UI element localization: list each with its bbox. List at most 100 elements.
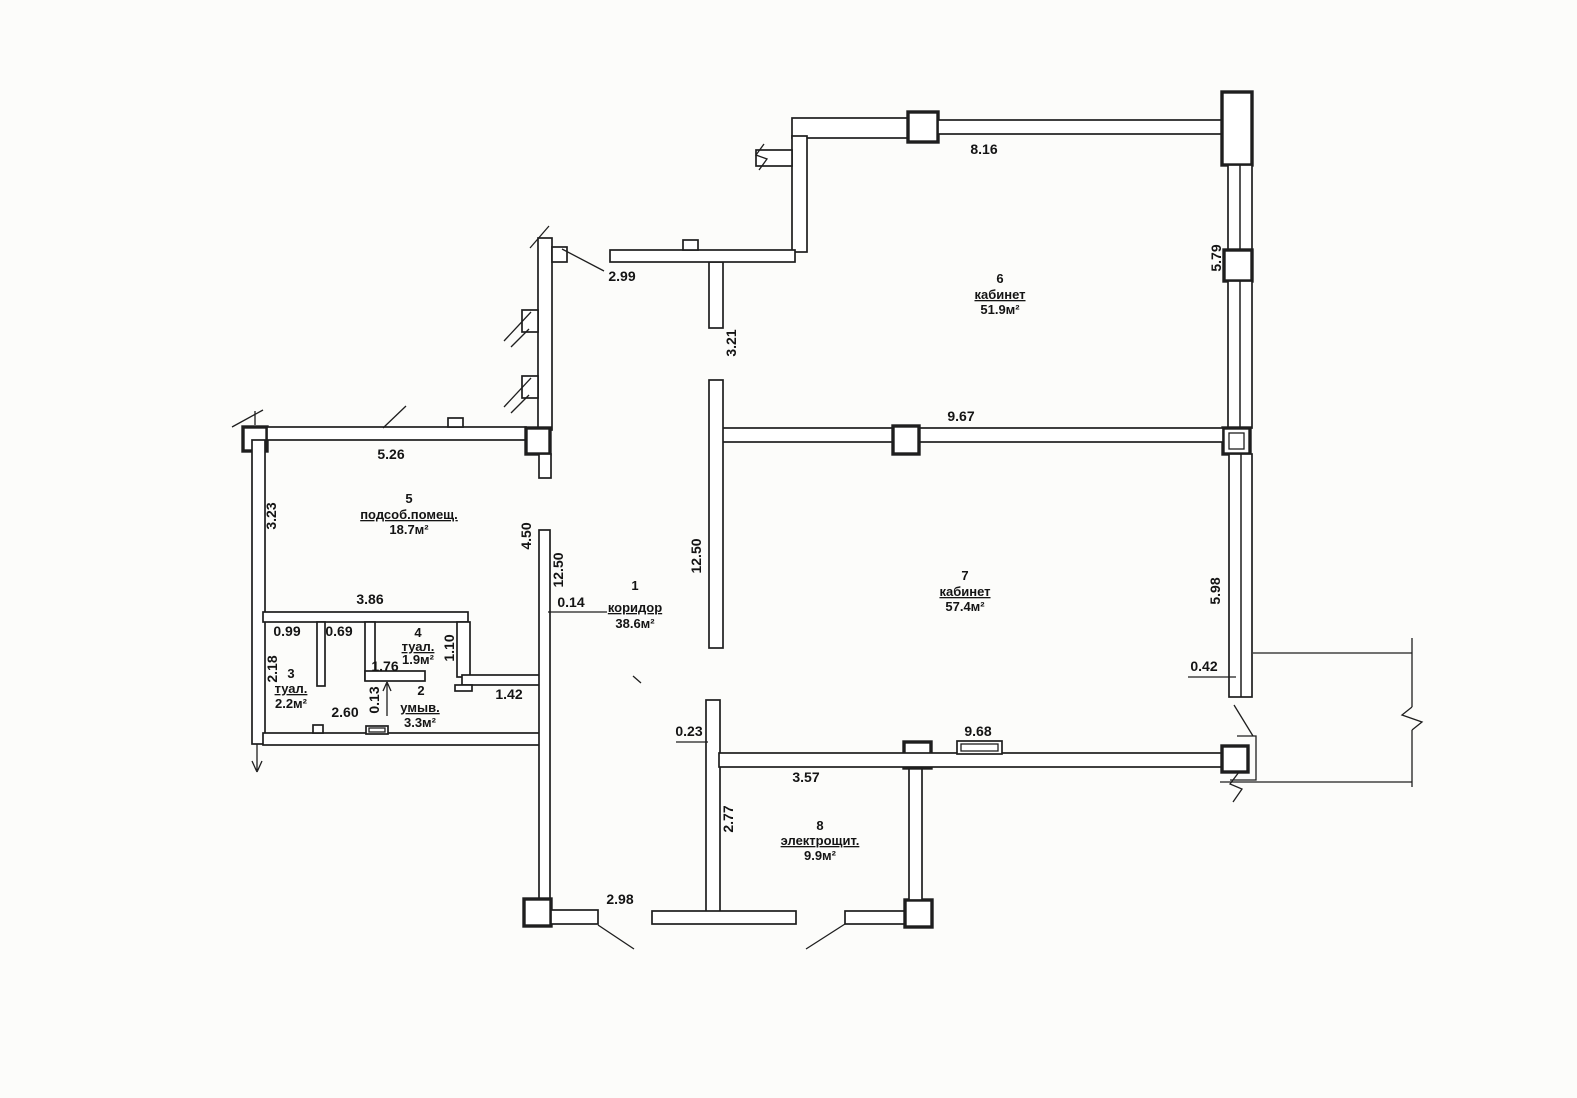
vent-niche-inner (368, 727, 386, 733)
break-mark (510, 394, 530, 414)
room-2-number: 2 (417, 683, 424, 698)
dim-3-57: 3.57 (792, 769, 819, 785)
door-arrow (382, 681, 392, 716)
room-1-number: 1 (631, 578, 638, 593)
wall-notch (682, 239, 699, 251)
room-label-6: 6 кабинет 51.9м² (974, 271, 1025, 317)
dim-8-16: 8.16 (970, 141, 997, 157)
wall (791, 117, 912, 139)
vent-niche (365, 725, 389, 735)
dim-2-77: 2.77 (720, 805, 736, 832)
column (903, 898, 934, 929)
room-label-1: 1 коридор 38.6м² (608, 578, 662, 631)
dim-2-99: 2.99 (608, 268, 635, 284)
dim-5-79: 5.79 (1208, 244, 1224, 271)
room-6-name: кабинет (974, 287, 1025, 302)
wall (262, 611, 469, 623)
dim-0-69: 0.69 (325, 623, 352, 639)
room-7-name: кабинет (939, 584, 990, 599)
dim-3-21: 3.21 (723, 329, 739, 356)
break-mark (503, 311, 532, 342)
door-swing (805, 923, 846, 950)
wall (651, 910, 797, 925)
room-1-name: коридор (608, 600, 662, 615)
dim-12-50-left: 12.50 (550, 552, 566, 587)
column (1220, 744, 1250, 774)
room-6-number: 6 (996, 271, 1003, 286)
door-tick (632, 675, 642, 684)
wall (538, 529, 551, 903)
door-swing (597, 924, 635, 950)
room-4-name: туал. (402, 639, 435, 654)
dim-0-13: 0.13 (366, 686, 382, 713)
wall (262, 732, 548, 746)
wall (709, 427, 1224, 443)
dim-1-76: 1.76 (371, 658, 398, 674)
window-niche-inner (960, 743, 999, 752)
wall (316, 621, 326, 687)
room-3-number: 3 (287, 666, 294, 681)
break-mark (1228, 771, 1243, 803)
wall-notch (312, 724, 324, 734)
room-label-2: 2 умыв. 3.3м² (400, 683, 439, 730)
wall-notch (454, 684, 473, 692)
column (1222, 248, 1254, 283)
room-2-name: умыв. (400, 700, 439, 715)
room-4-number: 4 (414, 625, 422, 640)
wall (266, 426, 527, 441)
break-mark (529, 225, 550, 249)
wall (251, 439, 266, 745)
room-2-area: 3.3м² (404, 715, 437, 730)
room-label-7: 7 кабинет 57.4м² (939, 568, 990, 614)
room-labels-layer: 6 кабинет 51.9м² 7 кабинет 57.4м² 1 кори… (275, 271, 1026, 863)
column-bracket (1230, 735, 1257, 781)
wall (937, 119, 1223, 135)
break-mark (231, 409, 264, 428)
room-label-4: 4 туал. 1.9м² (402, 625, 435, 667)
dim-3-23: 3.23 (263, 502, 279, 529)
break-mark (510, 328, 530, 348)
room-8-name: электрощит. (781, 833, 860, 848)
dim-9-67: 9.67 (947, 408, 974, 424)
dim-0-42: 0.42 (1190, 658, 1217, 674)
wall (708, 261, 724, 329)
dim-0-99: 0.99 (273, 623, 300, 639)
wall (718, 752, 1224, 768)
dim-2-60: 2.60 (331, 704, 358, 720)
wall (705, 699, 721, 914)
room-label-3: 3 туал. 2.2м² (275, 666, 308, 711)
column (891, 424, 921, 456)
wall (456, 621, 471, 678)
dimension-labels-layer: 8.16 5.79 2.99 3.21 9.67 12.50 5.26 3.23… (263, 141, 1224, 907)
wall (537, 237, 553, 431)
column (906, 110, 940, 144)
room-1-area: 38.6м² (615, 616, 655, 631)
room-4-area: 1.9м² (402, 652, 435, 667)
column (1220, 90, 1254, 167)
break-mark (754, 143, 769, 171)
room-7-area: 57.4м² (945, 599, 985, 614)
dim-4-50: 4.50 (518, 522, 534, 549)
wall (461, 674, 549, 686)
dim-0-23: 0.23 (675, 723, 702, 739)
wall-notch (447, 417, 464, 428)
wall (791, 135, 808, 253)
dim-0-14: 0.14 (557, 594, 584, 610)
extension-arrow (251, 744, 263, 773)
dim-2-18: 2.18 (264, 655, 280, 682)
wall (364, 670, 426, 682)
room-label-5: 5 подсоб.помещ. 18.7м² (360, 491, 458, 537)
column-inner (1228, 432, 1245, 450)
wall (844, 910, 910, 925)
wall-notch (551, 246, 568, 263)
room-3-name: туал. (275, 681, 308, 696)
dim-2-98: 2.98 (606, 891, 633, 907)
door-swing (382, 405, 407, 429)
annotation-lines-layer (231, 143, 1424, 950)
column (1221, 426, 1252, 456)
room-6-area: 51.9м² (980, 302, 1020, 317)
room-5-area: 18.7м² (389, 522, 429, 537)
break-mark (1400, 706, 1424, 731)
dim-12-50-corridor: 12.50 (688, 538, 704, 573)
